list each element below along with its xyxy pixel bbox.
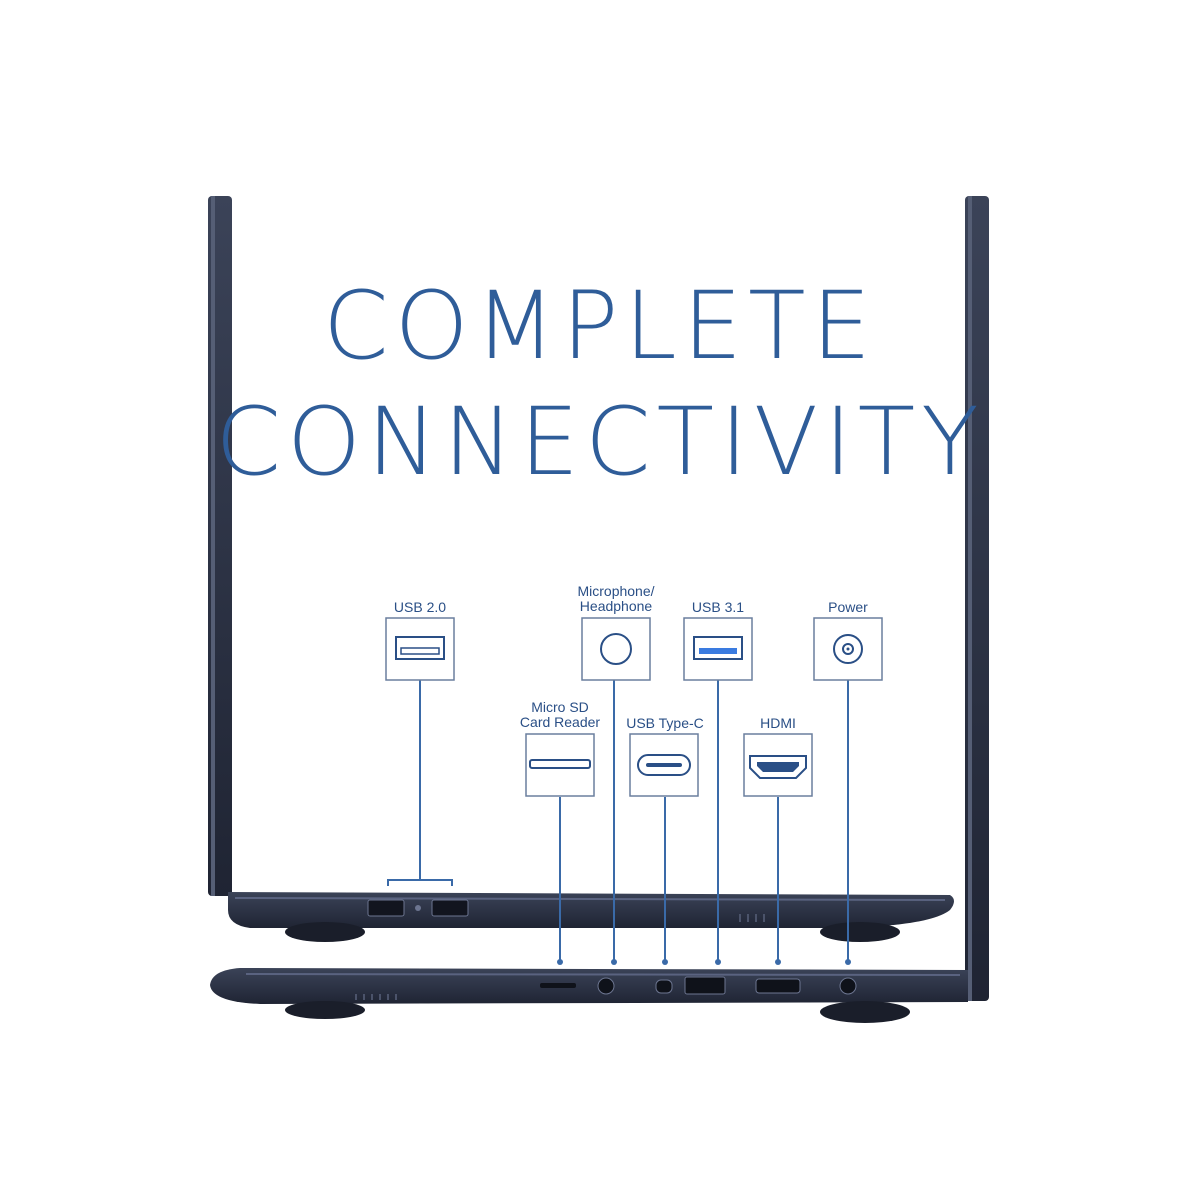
usbc-port — [655, 979, 673, 994]
usb-a-port-icon — [385, 617, 455, 681]
audio-jack-icon — [581, 617, 651, 681]
leader-lines — [387, 680, 849, 960]
usb-a-blue-port-icon — [683, 617, 753, 681]
lower-laptop-base — [210, 968, 968, 1023]
hdmi-port — [755, 978, 801, 994]
power-jack-icon — [813, 617, 883, 681]
upper-laptop-lid — [208, 196, 232, 896]
micro-sd-slot-icon — [525, 733, 595, 797]
usb31-label: USB 3.1 — [691, 599, 745, 615]
usb-c-port-icon — [629, 733, 699, 797]
power-jack — [839, 977, 857, 995]
audio-jack — [597, 977, 615, 995]
power-label: Power — [828, 599, 868, 615]
usb20-label: USB 2.0 — [393, 599, 447, 615]
hdmi-port-icon — [743, 733, 813, 797]
headline-line-2: CONNECTIVITY — [215, 388, 985, 497]
usb20-port-a — [367, 899, 405, 917]
audio-label: Microphone/ Headphone — [577, 583, 655, 614]
usb31-port — [684, 976, 726, 995]
microsd-label: Micro SD Card Reader — [519, 699, 601, 730]
usbc-label: USB Type-C — [626, 715, 704, 731]
upper-laptop-base — [228, 892, 954, 942]
usb20-port-b — [431, 899, 469, 917]
hdmi-label: HDMI — [760, 715, 796, 731]
lower-laptop-lid — [965, 196, 989, 1001]
headline-line-1: COMPLETE — [323, 272, 877, 381]
microsd-slot — [540, 983, 576, 988]
